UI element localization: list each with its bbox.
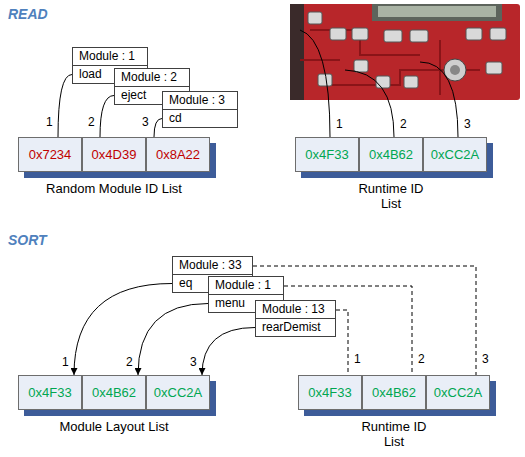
callout-number: 3 [482,352,489,366]
id-list: Random Module ID List0x72340x4D390x8A22 [18,137,210,172]
callout-number: 3 [464,117,471,131]
callout-number: 2 [418,352,425,366]
id-value: 0x7234 [19,138,81,171]
list-cell: 0x7234 [18,137,82,172]
callout-number: 1 [62,355,69,369]
callout-number: 3 [190,355,197,369]
list-cell: 0x4F33 [298,375,362,410]
list-cell: 0xCC2A [423,137,487,172]
id-value: 0xCC2A [147,376,209,409]
module-box: Module : 13rearDemist [255,300,336,337]
list-cell: 0x4B62 [359,137,423,172]
id-value: 0x4F33 [19,376,81,409]
lcd-frame [372,4,502,21]
button [486,62,502,74]
id-value: 0xCC2A [427,376,489,409]
mapping-line [336,310,348,375]
button [354,60,368,72]
id-value: 0xCC2A [424,138,486,171]
leader-line [420,62,458,137]
button [384,30,402,42]
callout-number: 1 [336,117,343,131]
list-cell: 0x4D39 [82,137,146,172]
button [410,30,428,42]
callout-number: 3 [142,115,149,129]
module-header: Module : 1 [73,48,147,66]
list-cell: 0x8A22 [146,137,210,172]
list-cell: 0x4B62 [362,375,426,410]
id-value: 0x4B62 [83,376,145,409]
callout-number: 2 [88,115,95,129]
list-caption: Module Layout List [14,419,214,434]
button [308,12,322,24]
module-action: rearDemist [256,319,335,336]
leader-line [345,70,394,137]
button [490,28,506,40]
button [466,28,482,40]
connector-arrow [202,328,255,376]
callout-number: 1 [46,115,53,129]
module-box: Module : 3cd [162,91,238,128]
connector-arrow [154,119,162,138]
id-list: Module Layout List0x4F330x4B620xCC2A [18,375,210,410]
id-value: 0x4F33 [296,138,358,171]
button [318,74,332,86]
callout-number: 2 [126,355,133,369]
module-header: Module : 1 [209,277,283,295]
leader-line [300,30,330,137]
button [330,28,346,40]
module-header: Module : 2 [115,69,189,87]
section-heading: SORT [8,232,47,248]
mapping-line [253,266,476,375]
id-list: Runtime ID List0x4F330x4B620xCC2A [295,137,487,172]
knob-center [450,65,460,75]
button [404,76,418,88]
list-cell: 0xCC2A [146,375,210,410]
list-caption: Runtime ID List [353,181,429,211]
id-value: 0x4F33 [299,376,361,409]
id-value: 0x8A22 [147,138,209,171]
list-cell: 0x4B62 [82,375,146,410]
circuit-board [290,4,520,100]
id-list: Runtime ID List0x4F330x4B620xCC2A [298,375,490,410]
id-value: 0x4D39 [83,138,145,171]
list-caption: Runtime ID List [356,419,432,449]
lcd-screen [378,6,496,17]
connector-arrow [100,96,114,138]
connector-arrow [58,75,72,138]
list-caption: Random Module ID List [14,181,214,196]
section-heading: READ [8,6,48,22]
module-action: cd [163,110,237,127]
button [376,76,390,88]
list-cell: 0x4F33 [18,375,82,410]
callout-number: 1 [354,352,361,366]
board-edge [290,4,304,100]
id-value: 0x4B62 [363,376,425,409]
module-header: Module : 13 [256,301,335,319]
connector-arrow [138,304,208,376]
module-header: Module : 33 [173,257,252,275]
button [352,28,368,40]
connector-arrow [74,284,172,376]
module-header: Module : 3 [163,92,237,110]
id-value: 0x4B62 [360,138,422,171]
callout-number: 2 [400,117,407,131]
list-cell: 0xCC2A [426,375,490,410]
list-cell: 0x4F33 [295,137,359,172]
